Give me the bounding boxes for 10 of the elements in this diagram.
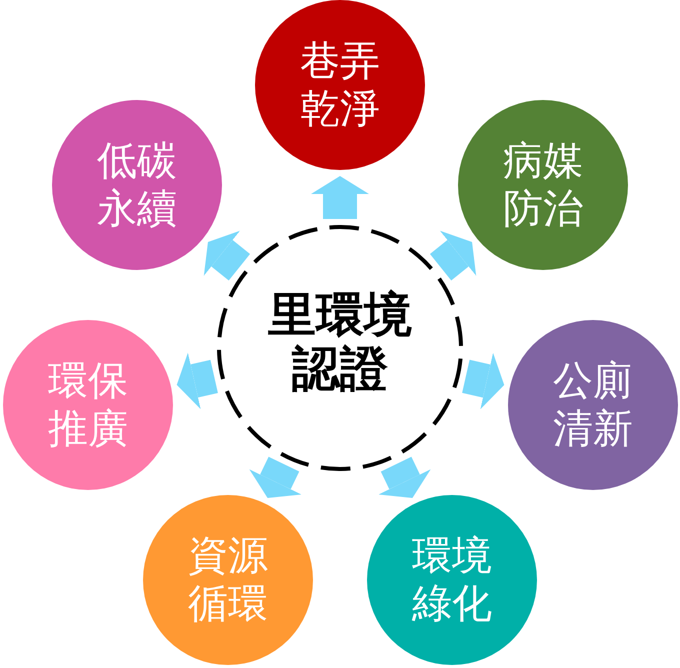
dashed-circle [217, 225, 463, 471]
circle-label: 病媒防治 [502, 137, 584, 233]
center-label: 里環境認證 [266, 288, 413, 396]
circle-label: 低碳永續 [96, 137, 178, 233]
block-arrow [311, 176, 369, 219]
circle-label: 公廁清新 [552, 357, 634, 453]
circle-label: 環保推廣 [47, 357, 129, 453]
circle-label: 環境綠化 [410, 532, 493, 628]
circle-label: 巷弄乾淨 [299, 37, 381, 133]
circle-label: 資源循環 [187, 532, 269, 628]
